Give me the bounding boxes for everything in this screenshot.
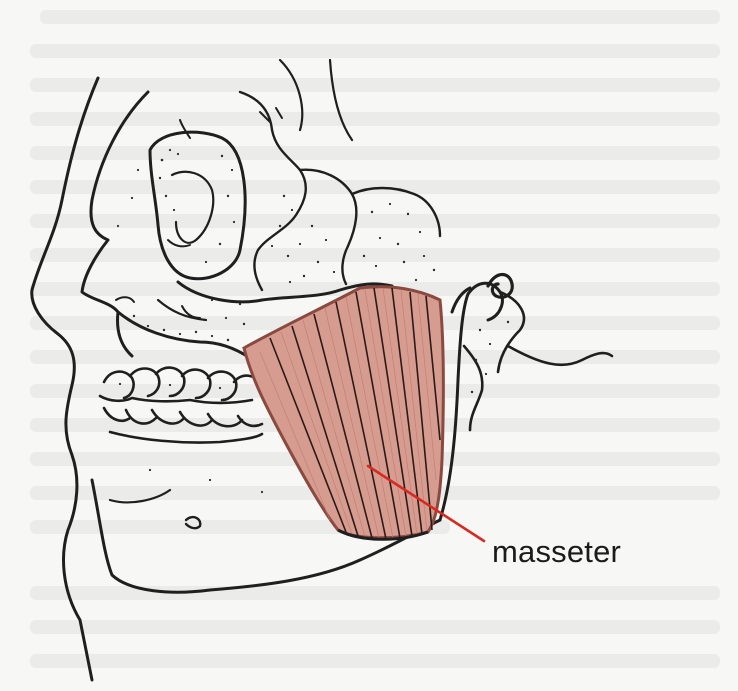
- masseter-muscle: [244, 287, 443, 540]
- mental-foramen: [186, 517, 200, 528]
- nasal-bone-outline: [82, 92, 148, 356]
- cranial-suture: [240, 92, 306, 290]
- upper-teeth: [100, 368, 262, 403]
- face-profile-line: [32, 78, 98, 680]
- styloid-line: [508, 346, 612, 365]
- lower-teeth: [104, 408, 262, 443]
- orbit-detail: [172, 172, 213, 243]
- orbit-outline: [150, 132, 245, 279]
- masseter-label: masseter: [492, 534, 621, 570]
- maxilla-outline: [118, 312, 250, 358]
